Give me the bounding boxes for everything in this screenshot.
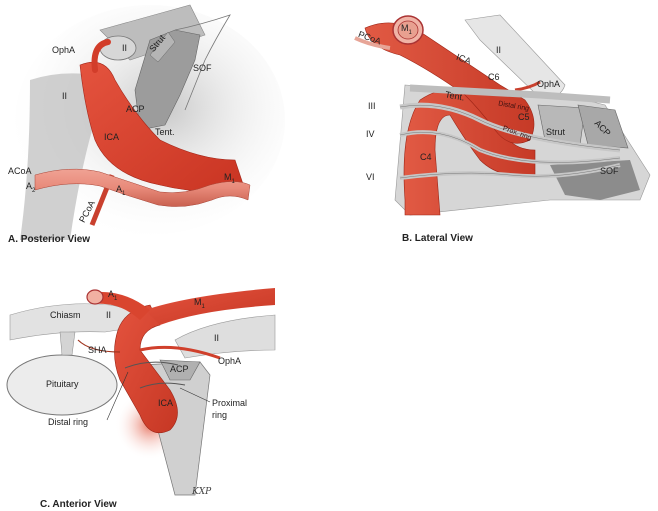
panel-lateral-view: M1 PCoA II ICA C6 OphA Tent. III IV VI D… bbox=[350, 0, 658, 250]
ica-c4-segment bbox=[403, 88, 536, 216]
a1-subscript: 1 bbox=[122, 190, 126, 197]
anterior-clinoid-process bbox=[577, 104, 629, 149]
a2-subscript: 2 bbox=[32, 187, 36, 194]
proximal-ring bbox=[139, 382, 186, 389]
label-acp: ACP bbox=[126, 104, 145, 114]
pituitary-stalk bbox=[59, 331, 76, 356]
label-cn3: III bbox=[368, 101, 376, 111]
label-c4: C4 bbox=[420, 152, 432, 162]
artist-signature: KXP bbox=[192, 487, 212, 497]
label-a2: A2 bbox=[26, 182, 35, 194]
strut-bone bbox=[149, 31, 176, 63]
label-opha: OphA bbox=[52, 45, 76, 55]
internal-carotid-artery bbox=[114, 304, 178, 434]
label-sof: SOF bbox=[193, 63, 212, 73]
ophthalmic-artery bbox=[91, 39, 111, 73]
label-a1: A1 bbox=[108, 290, 117, 302]
a2-letter: A bbox=[26, 181, 33, 191]
a1-letter: A bbox=[108, 289, 115, 299]
posterior-view-illustration bbox=[15, 4, 285, 240]
m1-subscript: 1 bbox=[201, 303, 205, 310]
m1-letter: M bbox=[224, 172, 232, 182]
a1-letter: A bbox=[116, 184, 123, 194]
label-distal-ring: Distal ring bbox=[48, 417, 89, 427]
label-tent: Tent. bbox=[155, 127, 175, 137]
leader-proximal-ring bbox=[179, 387, 211, 403]
leader-distal-ring bbox=[106, 371, 129, 421]
label-sof: SOF bbox=[600, 166, 619, 176]
label-proximal-ring: Proximal ring bbox=[212, 398, 248, 420]
m1-subscript: 1 bbox=[408, 29, 412, 36]
label-acoa: ACoA bbox=[8, 166, 32, 176]
label-cn6: VI bbox=[366, 172, 375, 182]
label-opha: OphA bbox=[218, 356, 242, 366]
superior-orbital-fissure bbox=[550, 160, 640, 200]
label-ica: ICA bbox=[104, 132, 120, 142]
m1-letter: M bbox=[194, 297, 202, 307]
m1-subscript: 1 bbox=[231, 178, 235, 185]
label-chiasm: Chiasm bbox=[50, 310, 81, 320]
label-pituitary: Pituitary bbox=[46, 379, 79, 389]
lateral-view-illustration bbox=[354, 14, 651, 216]
superior-hypophyseal-artery bbox=[77, 339, 121, 353]
caption-anterior-view: C. Anterior View bbox=[40, 499, 117, 510]
m1-segment bbox=[145, 288, 275, 325]
label-optic-nerve-top: II bbox=[122, 43, 128, 53]
label-ica: ICA bbox=[158, 398, 174, 408]
distal-ring bbox=[124, 361, 179, 369]
m1-lumen bbox=[397, 20, 419, 40]
label-optic-nerve-left: II bbox=[106, 310, 112, 320]
anterior-clinoid-process bbox=[159, 359, 201, 381]
label-acp: ACP bbox=[170, 364, 189, 374]
a1-subscript: 1 bbox=[114, 295, 118, 302]
label-optic-nerve-left: II bbox=[62, 91, 68, 101]
ica-c6-segment bbox=[364, 22, 535, 144]
optic-nerve-left bbox=[20, 73, 95, 240]
posterior-communicating-artery bbox=[354, 36, 391, 50]
label-opha: OphA bbox=[537, 79, 561, 89]
label-m1: M1 bbox=[401, 24, 412, 36]
panel-posterior-view: OphA II Strut SOF II ACP Tent. ICA ACoA … bbox=[0, 0, 285, 250]
caption-posterior-view: A. Posterior View bbox=[8, 234, 91, 245]
label-optic-nerve: II bbox=[496, 45, 502, 55]
sof-edge bbox=[174, 14, 231, 111]
label-strut: Strut bbox=[546, 127, 566, 137]
caption-lateral-view: B. Lateral View bbox=[402, 233, 473, 244]
a1-segment bbox=[95, 291, 150, 320]
tentorium bbox=[409, 84, 611, 104]
label-cn4: IV bbox=[366, 129, 375, 139]
a1-m1-vessel bbox=[34, 168, 251, 207]
a1-cut-end bbox=[86, 289, 104, 305]
label-c6: C6 bbox=[488, 72, 500, 82]
m1-letter: M bbox=[401, 23, 409, 33]
label-m1: M1 bbox=[194, 298, 205, 310]
ophthalmic-artery bbox=[139, 345, 221, 360]
anterior-view-illustration bbox=[6, 288, 276, 496]
label-m1: M1 bbox=[224, 173, 235, 185]
panel-anterior-view: A1 M1 Chiasm II II SHA OphA ACP Pituitar… bbox=[0, 270, 280, 511]
optic-nerve-right bbox=[174, 314, 276, 359]
label-sha: SHA bbox=[88, 345, 107, 355]
ophthalmic-artery bbox=[514, 80, 541, 92]
label-optic-nerve-right: II bbox=[214, 333, 220, 343]
label-c5: C5 bbox=[518, 112, 530, 122]
label-a1: A1 bbox=[116, 185, 125, 197]
